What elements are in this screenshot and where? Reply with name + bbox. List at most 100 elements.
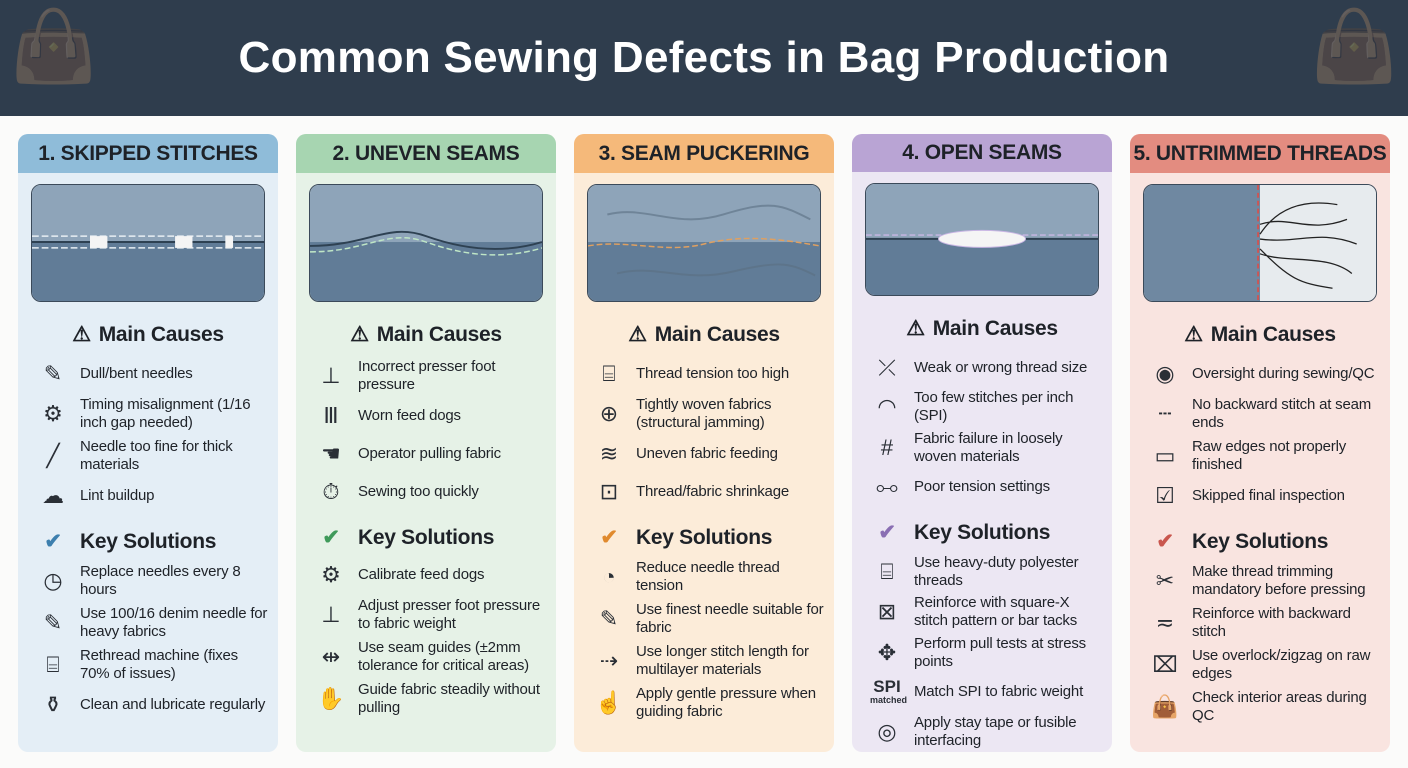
key-solutions-label: Key Solutions [80,529,217,553]
item-text: Rethread machine (fixes 70% of issues) [80,647,238,682]
solution-item: ✎Use finest needle suitable for fabric [592,598,826,640]
seam-guide-icon: ⇹ [321,644,341,669]
spi-text: SPI [873,677,901,697]
item-text: Thread tension too high [636,365,790,382]
key-solutions-heading: ✔Key Solutions [592,525,834,550]
solution-item: ◎ Apply stay tape or fusible interfacing [870,711,1104,752]
title-banner: 👜 👜 Common Sewing Defects in Bag Product… [0,0,1408,116]
item-text: Uneven fabric feeding [636,445,778,462]
needle-icon: ✎ [43,361,63,386]
key-solutions-heading: ✔Key Solutions [870,520,1112,545]
defect-title: 2. UNEVEN SEAMS [296,134,556,173]
solution-item: ◷Replace needles every 8 hours [36,560,270,602]
item-text: Sewing too quickly [358,483,479,500]
item-text: Clean and lubricate regularly [80,696,266,713]
defect-card: 5. UNTRIMMED THREADS⚠Main Causes◉Oversig… [1130,134,1390,752]
solution-item: ≂Reinforce with backward stitch [1148,602,1382,644]
item-text: Use overlock/zigzag on raw edges [1192,647,1371,682]
cause-item: ☚Operator pulling fabric [314,435,548,473]
warning-icon: ⚠ [906,317,925,341]
cause-item: ╱ Needle too fine for thick materials [36,435,270,477]
key-solutions-heading: ✔Key Solutions [1148,529,1390,554]
tape-roll-icon: ◎ [877,718,897,744]
cause-item: ✎ Dull/bent needles [36,355,270,393]
key-solutions-label: Key Solutions [1192,529,1329,553]
solution-item: ✋Guide fabric steadily without pulling [314,678,548,720]
checkmark-icon: ✔ [600,526,618,549]
thread-spool-icon: ⌸ [602,361,616,386]
thread-spool-icon: ⌸ [46,652,60,677]
defect-card: 1. SKIPPED STITCHES ⚠Main Causes ✎ Dull/ben… [18,134,278,752]
item-text: Check interior areas during QC [1192,689,1367,724]
page-title: Common Sewing Defects in Bag Production [238,33,1170,82]
defect-card: 3. SEAM PUCKERING⚠Main Causes⌸Thread ten… [574,134,834,752]
item-text: Incorrect presser foot pressure [358,358,496,393]
item-text: Lint buildup [80,487,155,504]
tension-dial-icon: ◔ [602,564,616,589]
defect-illustration [865,182,1099,297]
solution-item: ✥ Perform pull tests at stress points [870,633,1104,674]
item-text: Raw edges not properly finished [1192,438,1347,473]
solution-item: ⊥Adjust presser foot pressure to fabric … [314,594,548,636]
cause-item: ⚙Timing misalignment (1/16 inch gap need… [36,393,270,435]
defect-illustration [587,184,821,302]
gears-icon: ⚙ [321,562,341,587]
item-text: Make thread trimming mandatory before pr… [1192,563,1366,598]
defect-card: 4. OPEN SEAMS⚠Main Causes⤫Weak or wrong … [852,134,1112,752]
main-causes-heading: ⚠ Main Causes [852,316,1112,341]
presser-foot-icon: ⊥ [321,363,341,388]
spi-gauge-icon: ◠ [877,394,897,420]
solution-item: ✎Use 100/16 denim needle for heavy fabri… [36,602,270,644]
thin-needle-icon: ╱ [46,443,60,468]
item-text: Weak or wrong thread size [914,359,1088,377]
item-text: Operator pulling fabric [358,445,501,462]
main-causes-label: Main Causes [654,322,780,346]
checkmark-icon: ✔ [878,521,896,545]
cause-item: ⧟ Poor tension settings [870,468,1104,506]
defect-title: 5. UNTRIMMED THREADS [1130,134,1390,173]
cause-item: ≋ Uneven fabric feeding [592,435,826,473]
main-causes-label: Main Causes [98,322,224,346]
cause-item: ┄No backward stitch at seam ends [1148,393,1382,435]
sliders-icon: ⧟ [875,474,898,500]
solution-item: 👜Check interior areas during QC [1148,686,1382,728]
solution-item: ⌧Use overlock/zigzag on raw edges [1148,644,1382,686]
item-text: Perform pull tests at stress points [914,635,1086,671]
stopwatch-icon: ⏱ [322,479,340,504]
stitch-length-icon: ⇢ [599,648,619,673]
fabric-layers-icon: ≋ [599,441,619,466]
clock-icon: ◷ [43,568,63,593]
item-text: Use seam guides (±2mm tolerance for crit… [358,639,529,674]
main-causes-label: Main Causes [932,316,1058,340]
defect-card: 2. UNEVEN SEAMS⚠Main Causes⊥Incorrect pr… [296,134,556,752]
checkmark-icon: ✔ [44,530,62,553]
solution-item: ⌸ Rethread machine (fixes 70% of issues) [36,644,270,686]
eye-icon: ◉ [1155,361,1175,386]
main-causes-heading: ⚠Main Causes [18,322,278,347]
item-text: Use longer stitch length for multilayer … [636,643,809,678]
item-text: Match SPI to fabric weight [914,683,1084,701]
seam-end-icon: ┄ [1158,401,1172,426]
pull-arrows-icon: ✥ [877,640,897,666]
cause-item: ⊕Tightly woven fabrics (structural jammi… [592,393,826,435]
defect-title: 1. SKIPPED STITCHES [18,134,278,173]
main-causes-heading: ⚠Main Causes [574,322,834,347]
item-text: Tightly woven fabrics (structural jammin… [636,396,772,431]
solution-item: ⚙Calibrate feed dogs [314,556,548,594]
hands-guiding-icon: ✋ [317,686,345,711]
item-text: Oversight during sewing/QC [1192,365,1375,382]
solution-item: ⌸Use heavy-duty polyester threads [870,551,1104,592]
cause-item: ☑Skipped final inspection [1148,477,1382,515]
item-text: Apply stay tape or fusible interfacing [914,713,1077,749]
item-text: Dull/bent needles [80,365,193,382]
cause-item: ⤫Weak or wrong thread size [870,349,1104,387]
item-text: Needle too fine for thick materials [80,438,233,473]
needle-icon: ✎ [43,610,63,635]
raw-edge-icon: ▭ [1154,443,1176,468]
scissors-icon: ✂ [1155,568,1175,593]
item-text: Poor tension settings [914,478,1050,496]
item-text: Apply gentle pressure when guiding fabri… [636,685,816,720]
clipboard-check-icon: ☑ [1155,483,1175,508]
defect-illustration [309,184,543,302]
